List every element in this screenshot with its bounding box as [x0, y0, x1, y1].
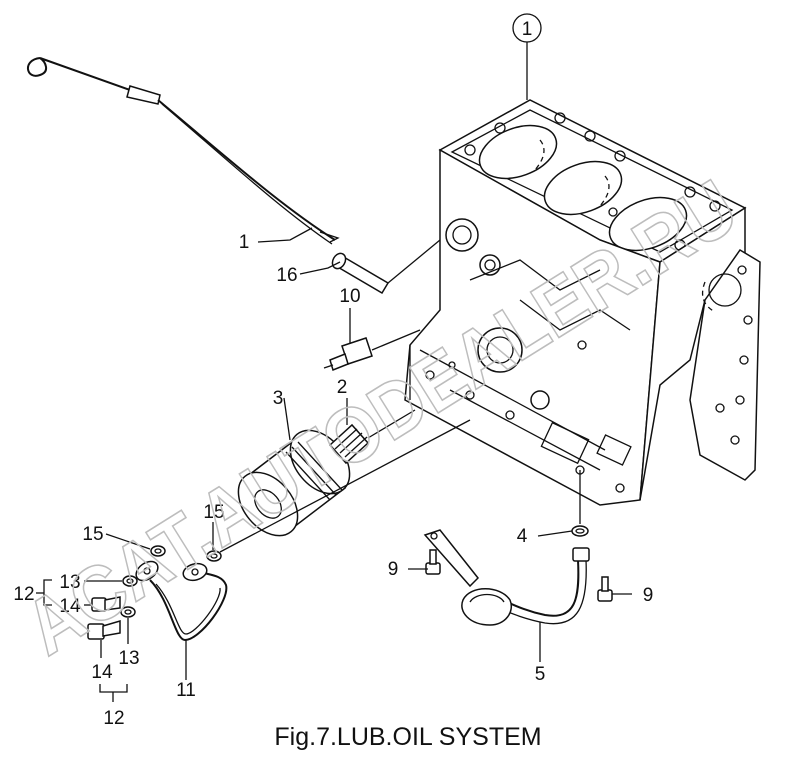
- o-ring: [571, 525, 589, 537]
- callout-15-right: 15: [203, 502, 224, 523]
- leader-lines: [36, 42, 632, 702]
- callout-5: 5: [535, 664, 546, 685]
- oil-pressure-switch: [323, 337, 373, 372]
- oil-filter: [237, 429, 351, 537]
- callout-12-lower: 12: [103, 708, 124, 729]
- oil-strainer: [423, 529, 590, 626]
- callout-1: 1: [522, 19, 533, 40]
- filter-stud: [328, 423, 370, 465]
- callout-12-upper: 12: [13, 584, 34, 605]
- figure-caption: Fig.7.LUB.OIL SYSTEM: [274, 723, 541, 751]
- callout-14-upper: 14: [59, 596, 81, 617]
- callout-circle-1: [512, 13, 542, 43]
- callout-3: 3: [273, 388, 284, 409]
- dipstick: [27, 57, 340, 245]
- callout-9-right: 9: [643, 585, 654, 606]
- bolt-14-upper: [91, 596, 121, 612]
- callout-11: 11: [176, 680, 196, 701]
- callout-2: 2: [337, 377, 348, 398]
- oil-pipe: [135, 560, 228, 642]
- washer-13-upper: [122, 575, 138, 587]
- washer-15-upper: [150, 545, 166, 557]
- callout-1-dipstick: 1: [239, 232, 250, 253]
- callout-13-lower: 13: [118, 648, 139, 669]
- callout-15-left: 15: [82, 524, 103, 545]
- bolt-9-right: [597, 576, 613, 602]
- callout-14-lower: 14: [91, 662, 113, 683]
- callout-16: 16: [276, 265, 297, 286]
- callout-9-left: 9: [388, 559, 399, 580]
- washer-13-lower: [120, 606, 136, 618]
- callout-13-upper: 13: [59, 572, 80, 593]
- washer-15-right: [206, 550, 222, 562]
- callout-4: 4: [517, 526, 528, 547]
- bolt-14-lower: [87, 619, 121, 640]
- bolt-9-left: [425, 549, 441, 575]
- cylinder-block: [404, 99, 761, 506]
- callout-10: 10: [339, 286, 360, 307]
